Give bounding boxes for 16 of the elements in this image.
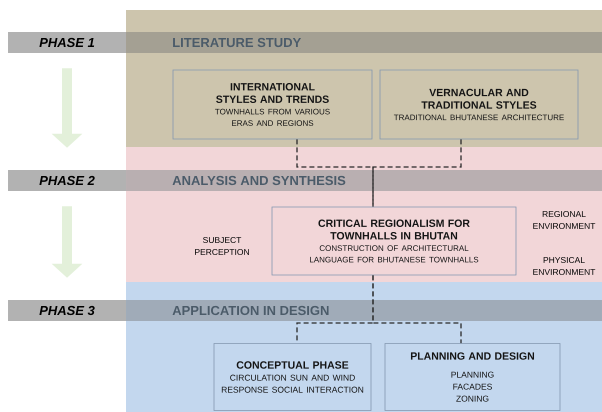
process-box: CRITICAL REGIONALISM FOR TOWNHALLS IN BHUTAN CONSTRUCTION OF ARCHITECTURAL LANGUAGE FOR BHUTANESE TOWNHALLS (272, 206, 516, 276)
process-box: CONCEPTUAL PHASE CIRCULATION SUN AND WIND RESPONSE SOCIAL INTERACTION (214, 343, 372, 411)
connector-line (372, 139, 462, 207)
phase-label: PHASE 3 (8, 300, 126, 321)
phase-label: PHASE 2 (8, 170, 126, 191)
heading: ANALYSIS AND SYNTHESIS (172, 176, 346, 186)
process-box: PLANNING AND DESIGN PLANNING FACADES ZONING (384, 343, 560, 411)
side-note: PHYSICAL ENVIRONMENT (533, 257, 596, 275)
process-box: VERNACULAR AND TRADITIONAL STYLES TRADITIONAL BHUTANESE ARCHITECTURE (380, 70, 578, 140)
connector-line (372, 275, 462, 344)
phase-label: PHASE 1 (8, 32, 126, 53)
heading: APPLICATION IN DESIGN (172, 306, 329, 316)
process-box: INTERNATIONAL STYLES AND TRENDS TOWNHALLS FROM VARIOUS ERAS AND REGIONS (172, 70, 372, 140)
side-note: REGIONAL ENVIRONMENT (533, 211, 596, 229)
side-note: SUBJECT PERCEPTION (195, 237, 249, 255)
heading: LITERATURE STUDY (173, 38, 302, 48)
